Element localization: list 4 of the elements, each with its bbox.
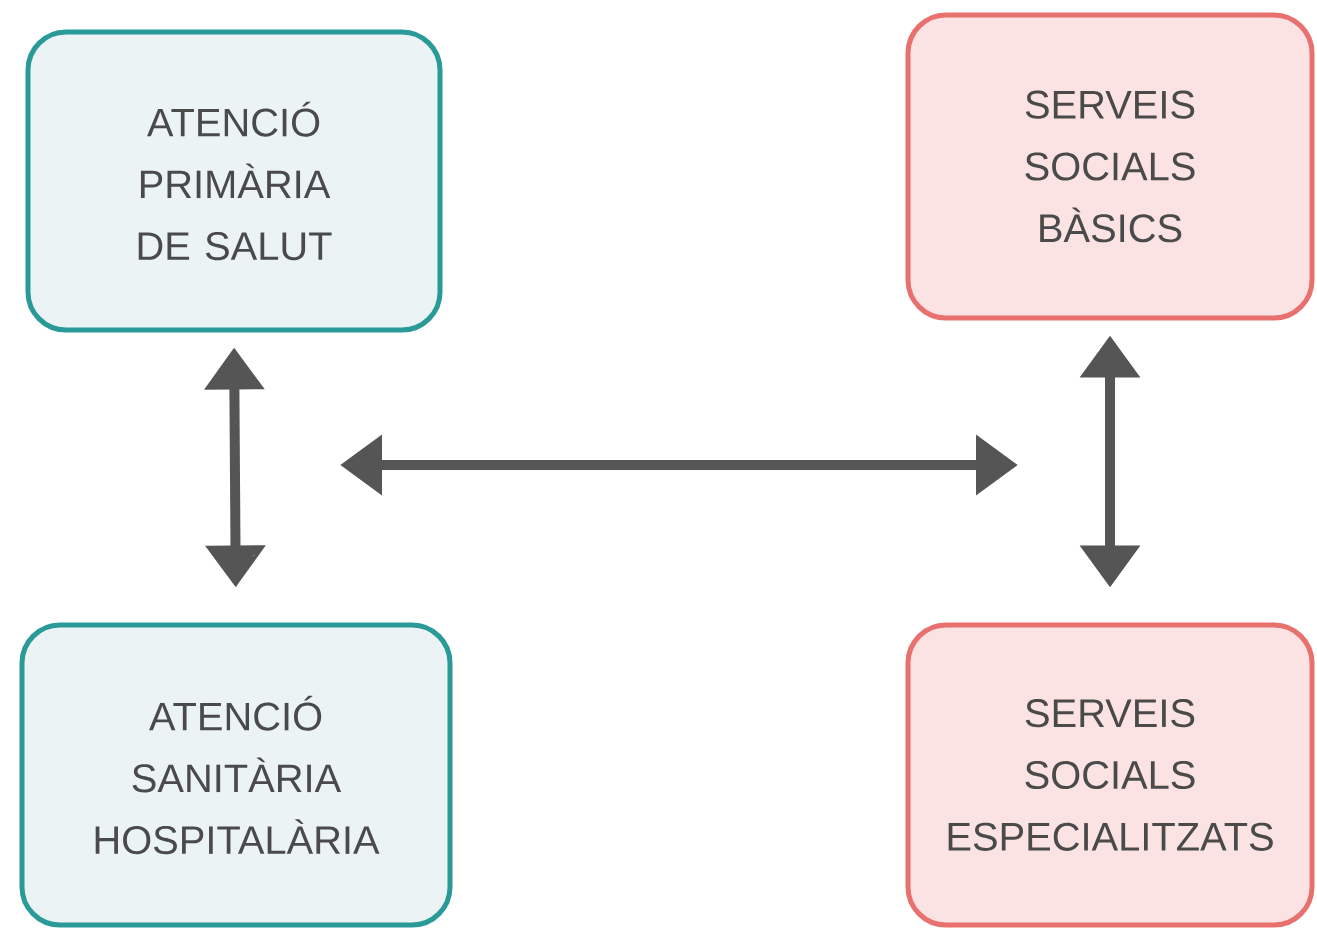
process-box: ATENCIÓ PRIMÀRIA DE SALUT <box>25 29 443 333</box>
process-box: SERVEIS SOCIALS ESPECIALITZATS <box>905 622 1315 928</box>
process-box: SERVEIS SOCIALS BÀSICS <box>905 12 1315 321</box>
process-box: ATENCIÓ SANITÀRIA HOSPITALÀRIA <box>19 622 453 928</box>
